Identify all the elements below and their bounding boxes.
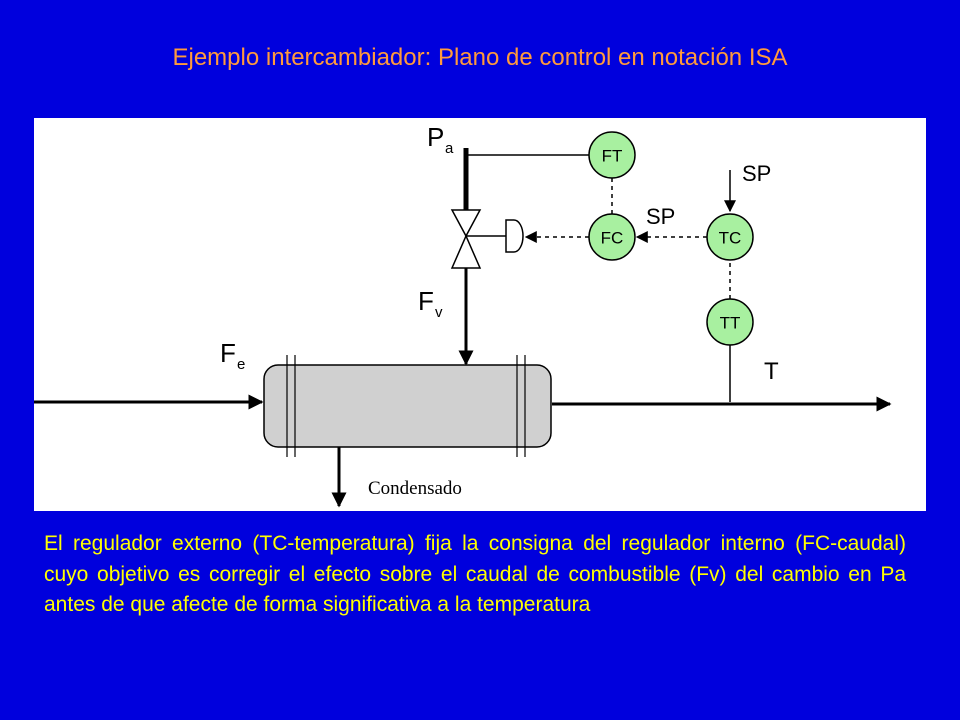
fv-label: F: [418, 286, 434, 316]
pa-subscript: a: [445, 140, 454, 157]
control-valve-bottom: [450, 234, 482, 269]
fc-instrument: FC: [588, 213, 636, 261]
fe-label: F: [220, 338, 236, 368]
condensado-label: Condensado: [368, 478, 462, 499]
fe-subscript: e: [237, 356, 245, 373]
description-text: El regulador externo (TC-temperatura) fi…: [44, 532, 906, 616]
tt-instrument: TT: [706, 298, 754, 346]
heat-exchanger: [263, 355, 552, 457]
control-valve-top: [450, 209, 482, 238]
tc-label: TC: [719, 229, 742, 248]
slide-title: Ejemplo intercambiador: Plano de control…: [172, 44, 788, 71]
pa-label: P: [427, 122, 444, 152]
tc-instrument: TC: [706, 213, 754, 261]
sp-mid-label: SP: [646, 204, 675, 229]
process-diagram: FT FC TC TT P a F v: [34, 118, 926, 511]
valve-actuator: [505, 219, 524, 253]
control-diagram-svg: FT FC TC TT P a F v: [34, 122, 892, 508]
t-label: T: [764, 358, 779, 385]
ft-label: FT: [602, 147, 623, 166]
ft-instrument: FT: [588, 131, 636, 179]
fv-subscript: v: [435, 304, 443, 321]
tt-label: TT: [720, 314, 741, 333]
fc-label: FC: [601, 229, 624, 248]
sp-top-label: SP: [742, 161, 771, 186]
